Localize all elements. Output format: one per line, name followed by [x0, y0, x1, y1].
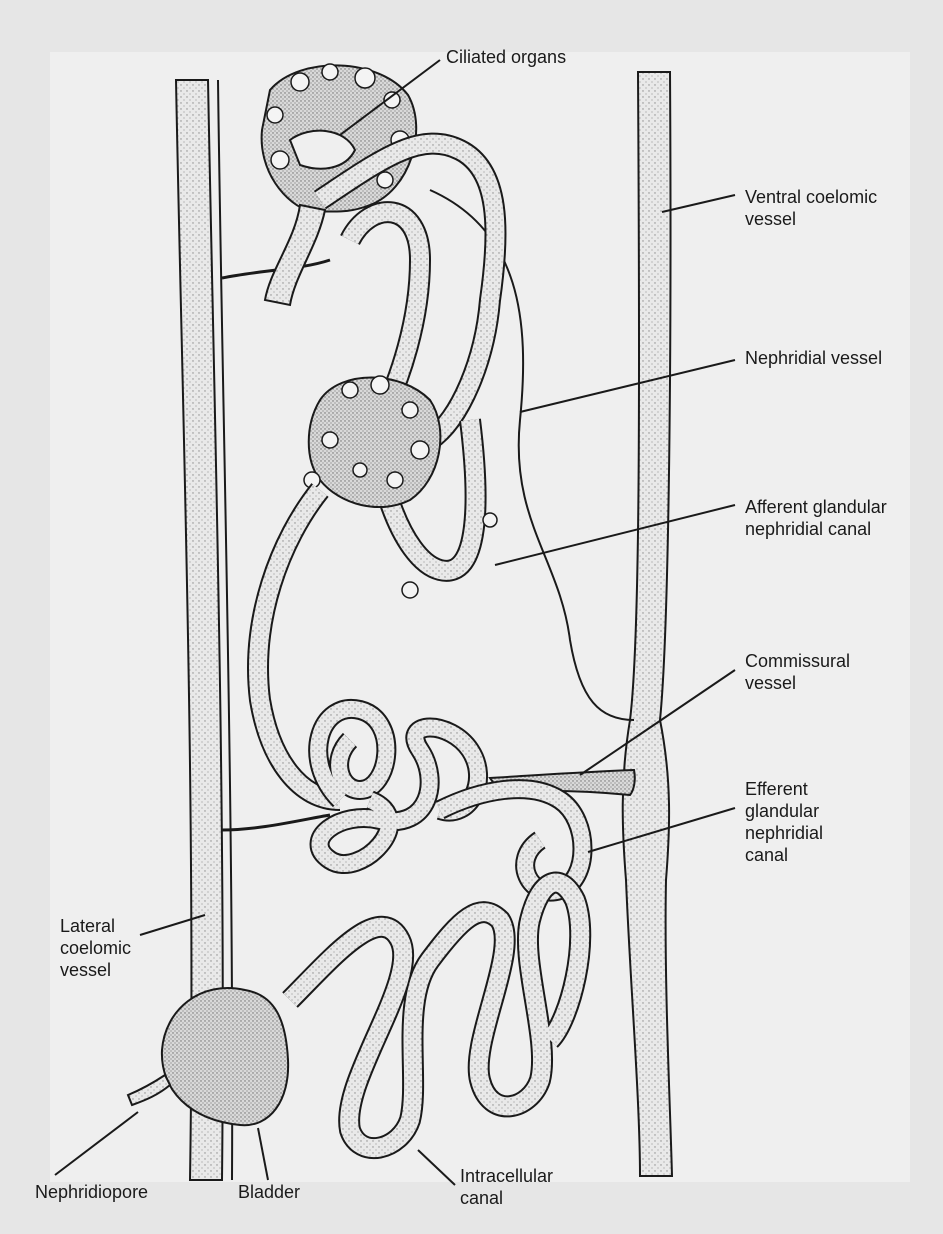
label-intracellular-canal: Intracellular canal: [460, 1165, 553, 1209]
label-lateral-coelomic-vessel: Lateral coelomic vessel: [60, 915, 131, 981]
nephridiopore-duct: [128, 1075, 170, 1105]
label-commissural-vessel: Commissural vessel: [745, 650, 850, 694]
leader-nephridial: [520, 360, 735, 412]
label-nephridial-vessel: Nephridial vessel: [745, 347, 882, 369]
organ-stem: [265, 205, 325, 305]
ventral-coelomic-vessel: [623, 72, 672, 1176]
leader-bladder: [258, 1128, 268, 1180]
bladder-shape: [128, 988, 288, 1125]
connecting-vessel-lower: [222, 815, 330, 830]
leader-ventral: [662, 195, 735, 212]
leader-nephridiopore: [55, 1112, 138, 1175]
nephridial-vessel-line: [430, 190, 634, 720]
label-afferent-canal: Afferent glandular nephridial canal: [745, 496, 887, 540]
label-ciliated-organs: Ciliated organs: [446, 46, 566, 68]
efferent-canal-coils: [318, 709, 582, 892]
label-ventral-coelomic-vessel: Ventral coelomic vessel: [745, 186, 877, 230]
leader-afferent: [495, 505, 735, 565]
label-nephridiopore: Nephridiopore: [35, 1181, 148, 1203]
intracellular-canal-serpentine: [290, 883, 580, 1149]
label-efferent-canal: Efferent glandular nephridial canal: [745, 778, 823, 866]
leader-intracellular: [418, 1150, 455, 1185]
label-bladder: Bladder: [238, 1181, 300, 1203]
